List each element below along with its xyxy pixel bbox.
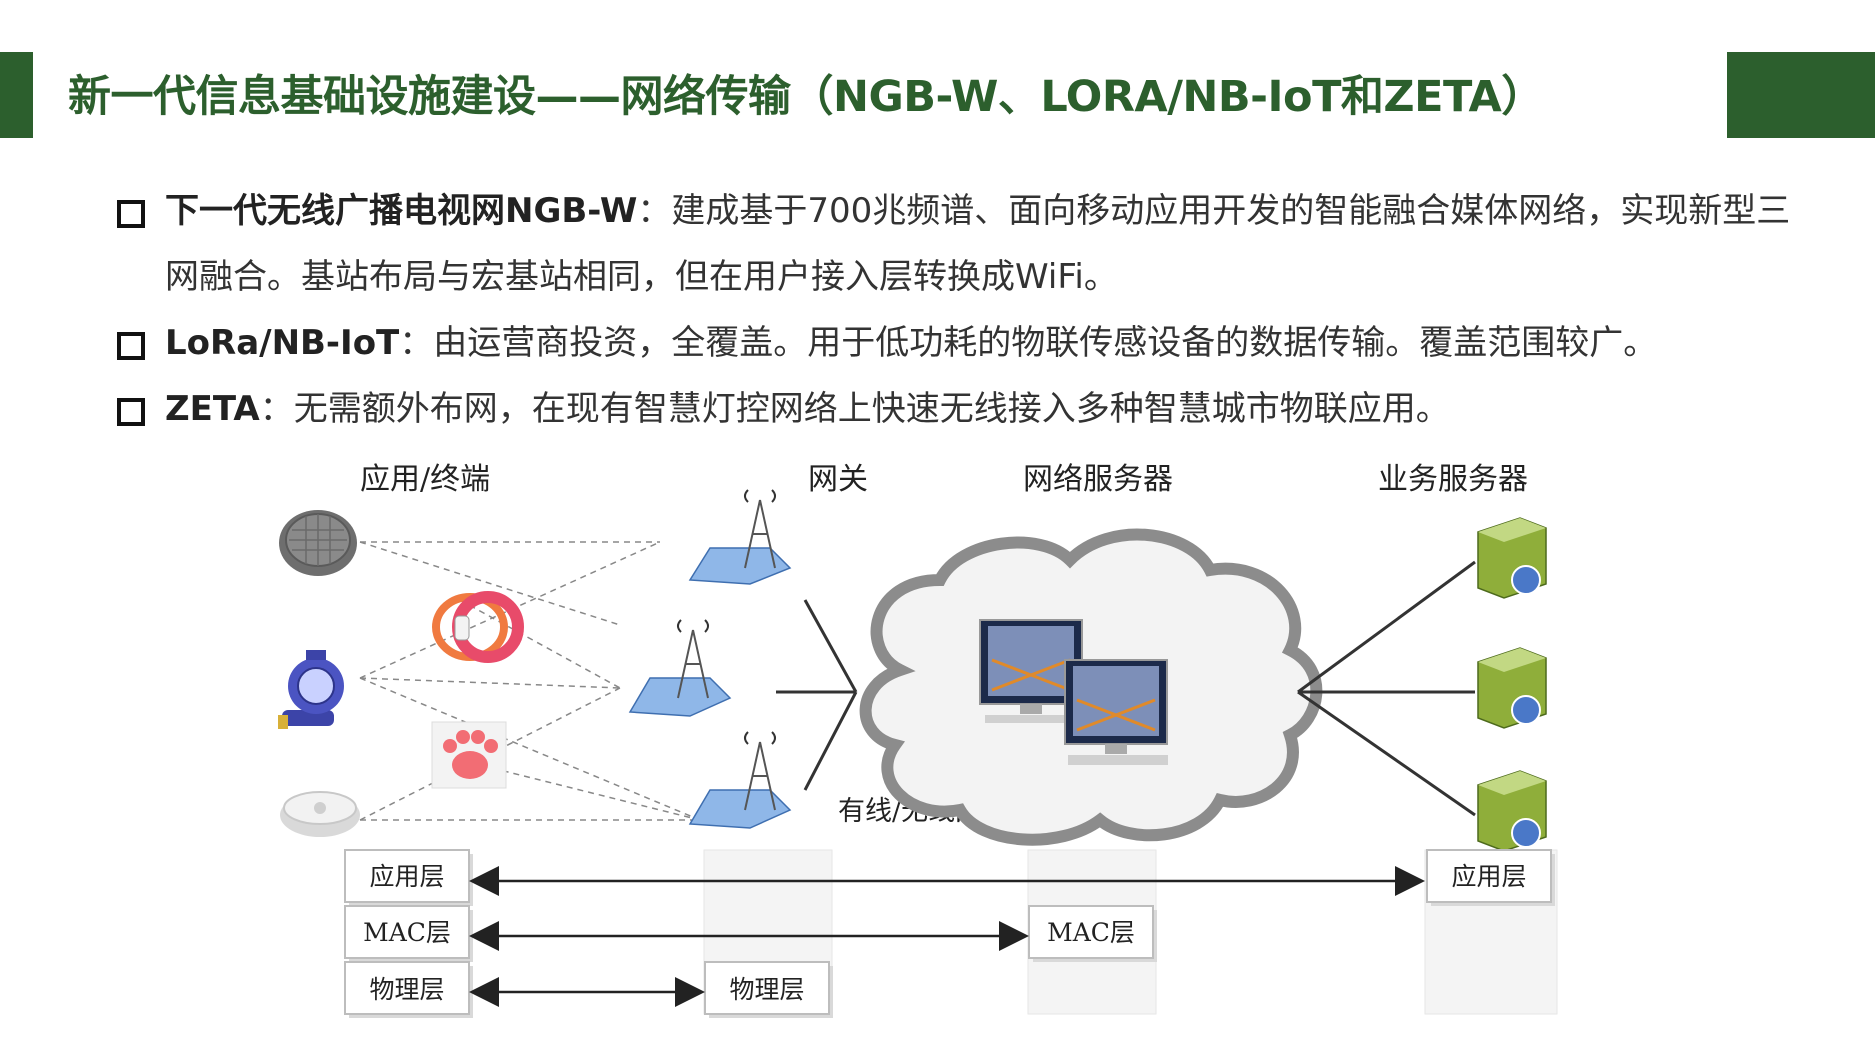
- title-accent-bar-left: [0, 52, 33, 138]
- water-meter-icon: [278, 650, 344, 729]
- terminal-phy-layer: [344, 961, 470, 1015]
- monitor-icon: [1064, 659, 1168, 765]
- bullet-list: 下一代无线广播电视网NGB-W：建成基于700兆频谱、面向移动应用开发的智能融合…: [115, 178, 1815, 442]
- bullet-zeta: ZETA：无需额外布网，在现有智慧灯控网络上快速无线接入多种智慧城市物联应用。: [115, 376, 1815, 442]
- col-label-app-server: 业务服务器: [1378, 462, 1528, 497]
- smart-band-icon: [432, 591, 524, 663]
- terminal-phy-layer-label: 物理层: [369, 975, 444, 1004]
- gateway-tower-icon: [688, 489, 792, 585]
- gateway-tower-icon: [688, 731, 792, 829]
- gateway-tower-icon: [628, 619, 732, 717]
- checkbox-square-icon: [117, 332, 145, 360]
- backhaul-links: [776, 599, 858, 791]
- server-icon: [1477, 517, 1547, 599]
- smoke-detector-icon: [280, 791, 360, 837]
- server-links: [1297, 560, 1476, 817]
- terminal-app-layer-label: 应用层: [369, 862, 444, 891]
- bullet-term: 下一代无线广播电视网NGB-W: [165, 191, 638, 231]
- col-label-terminal: 应用/终端: [360, 462, 490, 497]
- network-server-mac-layer: [1028, 905, 1154, 959]
- bullet-text: 建成基于700兆频谱、面向移动应用开发的智能融合媒体网络，实现新型三网融合。基站…: [165, 191, 1791, 297]
- manhole-cover-icon: [279, 510, 357, 576]
- gateway-phy-layer-label: 物理层: [729, 975, 804, 1004]
- bullet-separator: ：: [399, 323, 434, 363]
- bullet-separator: ：: [637, 191, 672, 231]
- col-label-network-server: 网络服务器: [1023, 462, 1173, 497]
- bullet-term: ZETA: [165, 389, 260, 429]
- network-server-mac-layer-label: MAC层: [1047, 918, 1135, 947]
- server-icon: [1477, 647, 1547, 729]
- checkbox-square-icon: [117, 200, 145, 228]
- title-accent-bar-right: [1727, 52, 1875, 138]
- app-server-app-layer-label: 应用层: [1451, 862, 1526, 891]
- terminal-links: [359, 541, 701, 821]
- bullet-term: LoRa/NB-IoT: [165, 323, 400, 363]
- bullet-text: 由运营商投资，全覆盖。用于低功耗的物联传感设备的数据传输。覆盖范围较广。: [433, 323, 1658, 363]
- app-server-app-layer: [1426, 849, 1552, 903]
- bullet-lora: LoRa/NB-IoT：由运营商投资，全覆盖。用于低功耗的物联传感设备的数据传输…: [115, 310, 1815, 376]
- pet-tracker-icon: [431, 721, 507, 789]
- server-icon: [1477, 770, 1547, 852]
- bullet-text: 无需额外布网，在现有智慧灯控网络上快速无线接入多种智慧城市物联应用。: [293, 389, 1450, 429]
- col-label-gateway: 网关: [808, 462, 868, 497]
- bullet-separator: ：: [259, 389, 294, 429]
- checkbox-square-icon: [117, 398, 145, 426]
- gateway-phy-layer: [704, 961, 830, 1015]
- bullet-ngbw: 下一代无线广播电视网NGB-W：建成基于700兆频谱、面向移动应用开发的智能融合…: [115, 178, 1815, 310]
- network-architecture-diagram: 应用/终端 网关 网络服务器 业务服务器: [278, 462, 1558, 1018]
- page-title: 新一代信息基础设施建设——网络传输（NGB-W、LORA/NB-IoT和ZETA…: [68, 72, 1544, 122]
- terminal-mac-layer: [344, 905, 470, 959]
- terminal-app-layer: [344, 849, 470, 903]
- terminal-mac-layer-label: MAC层: [363, 918, 451, 947]
